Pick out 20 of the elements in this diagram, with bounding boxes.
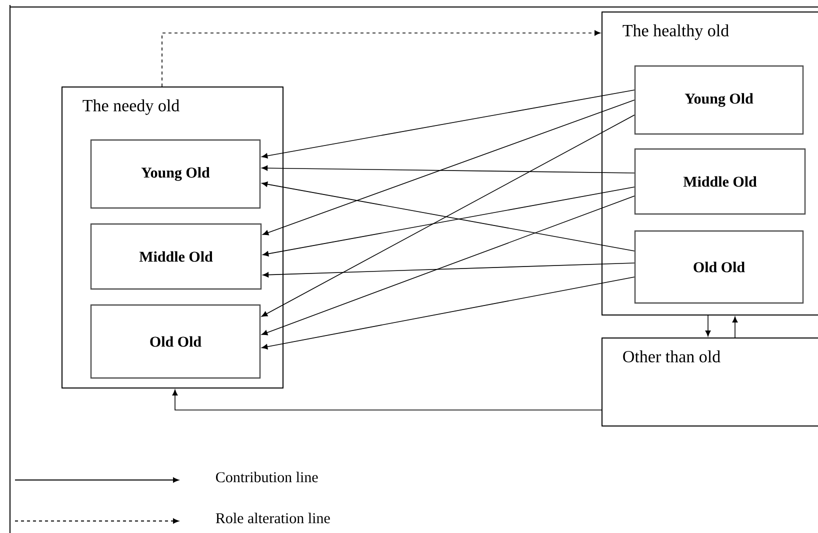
group-box: Other than old <box>602 338 818 426</box>
legend-label: Contribution line <box>216 472 318 482</box>
arrow <box>262 262 635 278</box>
arrow <box>732 316 738 338</box>
legend-label: Role alteration line <box>216 512 330 524</box>
arrow <box>261 114 635 317</box>
process-box: Old Old <box>90 304 261 379</box>
process-box: Middle Old <box>634 148 806 215</box>
process-box: Young Old <box>634 65 804 135</box>
arrow <box>262 100 635 236</box>
process-box: Old Old <box>634 230 804 304</box>
arrow <box>262 196 635 336</box>
arrow <box>162 30 600 87</box>
arrow <box>172 390 602 410</box>
arrow <box>262 90 635 158</box>
arrow <box>262 165 635 174</box>
process-box: Middle Old <box>90 223 262 290</box>
arrow <box>262 276 635 350</box>
arrow <box>705 315 711 336</box>
process-box: Young Old <box>90 139 261 209</box>
